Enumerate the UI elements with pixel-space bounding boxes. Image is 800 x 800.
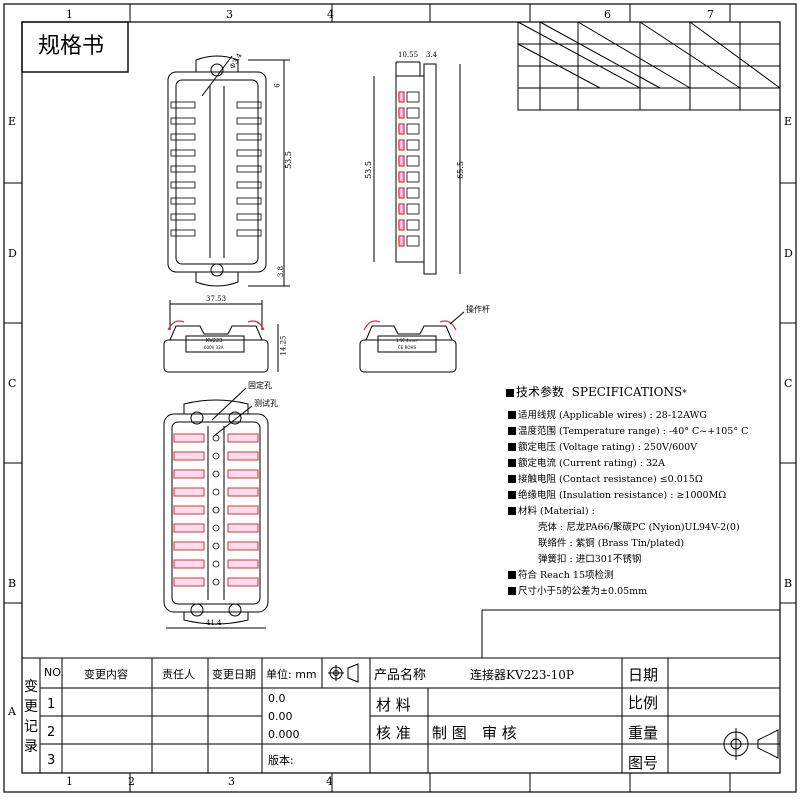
spec-material-line: 联络件 : 紫铜 (Brass Tin/plated) [538, 538, 685, 549]
dim-3-4: 3.4 [426, 51, 438, 59]
border-letter-e: E [8, 115, 17, 128]
spec-line: 适用线规 (Applicable wires) : 28-12AWG [508, 407, 707, 421]
label-test-hole: 测试孔 [254, 399, 278, 408]
dim-10-55: 10.55 [398, 51, 419, 59]
scale-label: 比例 [628, 694, 659, 712]
page-title: 规格书 [38, 34, 105, 59]
weight-label: 重量 [628, 724, 659, 742]
border-bottom-3: 3 [228, 775, 235, 788]
spec-heading-suffix: * [682, 389, 687, 399]
tolerance-2: 0.00 [268, 710, 293, 723]
drawing-no-label: 图号 [628, 754, 659, 772]
front-marking-2: 600V 32A [204, 345, 224, 350]
row-2: 2 [47, 725, 56, 740]
border-top-7: 7 [707, 8, 714, 21]
tolerance-3: 0.000 [268, 728, 300, 741]
border-top-1: 1 [66, 8, 73, 21]
row-3: 3 [47, 753, 56, 768]
border-letter-a: A [8, 705, 16, 718]
spec-line: 材料 (Material) : [508, 503, 595, 517]
change-record-char: 录 [24, 739, 38, 755]
dim-53-5-left: 53.5 [283, 151, 293, 169]
dim-65-5: 65.5 [455, 161, 465, 179]
front-marking-1: KV223 [206, 338, 223, 344]
tolerance-1: 0.0 [268, 692, 286, 705]
label-fixing-hole: 固定孔 [248, 381, 272, 390]
spec-line: 额定电压 (Voltage rating) : 250V/600V [508, 439, 697, 453]
spec-line: 额定电流 (Current rating) : 32A [508, 455, 665, 469]
drawing-label: 制 图 [432, 724, 467, 742]
side-marking-1: 1.5E 4mm² [396, 338, 419, 343]
date-label: 日期 [628, 666, 659, 684]
dim-14-25: 14.25 [279, 335, 288, 356]
border-bottom-2: 2 [128, 775, 135, 788]
review-label: 审 核 [482, 724, 517, 742]
col-date: 变更日期 [212, 668, 256, 681]
spec-heading-en: SPECIFICATIONS [571, 385, 683, 399]
material-label: 材 料 [376, 696, 411, 714]
side-marking-2: CE ROHS [398, 345, 417, 350]
label-operating-lever: 操作杆 [466, 305, 490, 314]
dim-37-53: 37.53 [206, 295, 227, 303]
border-bottom-4: 4 [326, 775, 333, 788]
version-label: 版本: [268, 754, 294, 767]
unit-label: 单位: mm [266, 668, 317, 681]
row-1: 1 [47, 697, 56, 712]
dim-53-5-right: 53.5 [363, 161, 373, 179]
border-top-4: 4 [327, 8, 334, 21]
col-person: 责任人 [162, 668, 195, 681]
spec-line: 温度范围 (Temperature range) : -40° C~+105° … [508, 423, 748, 437]
approve-label: 核 准 [376, 724, 411, 742]
col-content: 变更内容 [84, 668, 128, 681]
dim-41-4: 41.4 [206, 619, 222, 627]
change-record-char: 记 [24, 719, 38, 735]
spec-line: 尺寸小于5的公差为±0.05mm [508, 583, 647, 597]
change-record-char: 变 [24, 679, 38, 695]
border-letter-c: C [8, 377, 17, 390]
spec-line: 符合 Reach 15项检测 [508, 567, 614, 581]
spec-heading: 技术参数 SPECIFICATIONS* [506, 386, 687, 399]
border-letter-d-right: D [784, 247, 793, 260]
border-top-3: 3 [226, 8, 233, 21]
spec-line: 接触电阻 (Contact resistance) ≤0.015Ω [508, 471, 703, 485]
dim-6: 6 [273, 83, 282, 88]
dim-3-8: 3.8 [277, 265, 286, 278]
product-name-label: 产品名称 [374, 668, 427, 683]
spec-material-line: 壳体 : 尼龙PA66/聚碳PC (Nyion)UL94V-2(0) [538, 522, 740, 533]
border-top-6: 6 [604, 8, 611, 21]
spec-material-line: 弹簧扣 : 进口301不锈钢 [538, 554, 642, 565]
border-bottom-1: 1 [66, 775, 73, 788]
product-name-value: 连接器KV223-10P [470, 668, 574, 682]
spec-heading-cn: 技术参数 [516, 385, 565, 399]
border-letter-b-right: B [784, 577, 793, 590]
border-letter-b: B [8, 577, 17, 590]
spec-line: 绝缘电阻 (Insulation resistance) : ≥1000MΩ [508, 487, 726, 501]
col-no: NO. [44, 666, 64, 679]
border-letter-d: D [8, 247, 17, 260]
border-letter-e-right: E [784, 115, 793, 128]
border-letter-c-right: C [784, 377, 793, 390]
change-record-char: 更 [24, 699, 38, 715]
